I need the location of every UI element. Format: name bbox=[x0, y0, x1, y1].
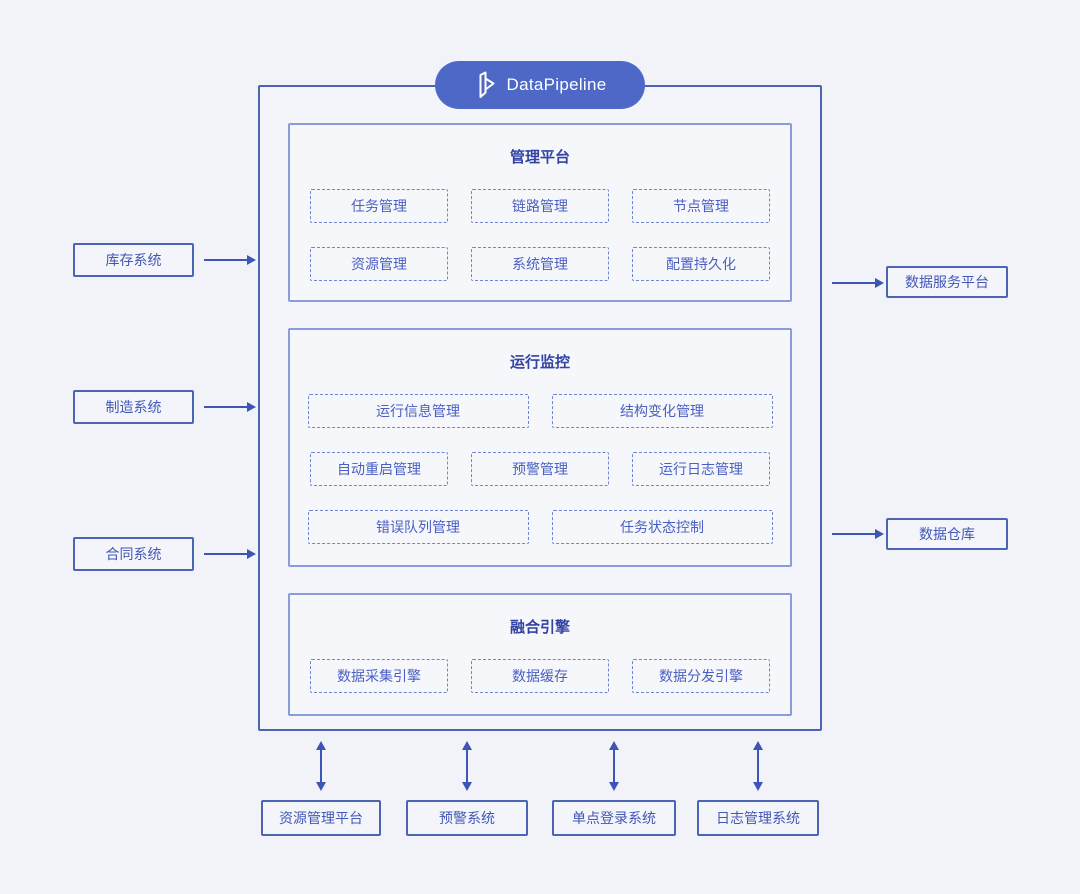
module-task-status-control: 任务状态控制 bbox=[551, 510, 773, 544]
section-management-platform: 管理平台 任务管理 链路管理 节点管理 资源管理 系统管理 配置持久化 bbox=[288, 123, 792, 302]
section-title: 运行监控 bbox=[509, 354, 570, 371]
arrow-contract-to-platform bbox=[204, 549, 256, 559]
ext-box-contract-system: 合同系统 bbox=[73, 537, 194, 571]
arrow-inventory-to-platform bbox=[204, 255, 256, 265]
ext-box-data-warehouse: 数据仓库 bbox=[886, 518, 1008, 550]
module-task-management: 任务管理 bbox=[310, 189, 448, 223]
section-title: 融合引擎 bbox=[509, 619, 570, 636]
arrow-platform-resource-mgmt bbox=[316, 741, 326, 791]
ext-box-alert-system: 预警系统 bbox=[406, 800, 528, 836]
arrow-platform-log-mgmt-system bbox=[753, 741, 763, 791]
ext-box-manufacturing-system: 制造系统 bbox=[73, 390, 194, 424]
ext-box-log-management-system: 日志管理系统 bbox=[697, 800, 819, 836]
ext-box-resource-management-platform: 资源管理平台 bbox=[261, 800, 381, 836]
arrow-platform-to-data-service bbox=[832, 278, 884, 288]
datapipeline-prism-icon bbox=[474, 71, 498, 99]
module-node-management: 节点管理 bbox=[632, 189, 770, 223]
module-error-queue-management: 错误队列管理 bbox=[307, 510, 529, 544]
module-runtime-info-management: 运行信息管理 bbox=[307, 394, 529, 428]
module-resource-management: 资源管理 bbox=[310, 247, 448, 281]
arrow-platform-to-data-warehouse bbox=[832, 529, 884, 539]
section-fusion-engine: 融合引擎 数据采集引擎 数据缓存 数据分发引擎 bbox=[288, 593, 792, 716]
module-auto-restart-management: 自动重启管理 bbox=[310, 452, 448, 486]
ext-box-sso-system: 单点登录系统 bbox=[552, 800, 676, 836]
module-data-collection-engine: 数据采集引擎 bbox=[310, 659, 448, 693]
section-title: 管理平台 bbox=[509, 149, 570, 166]
datapipeline-logo-badge: DataPipeline bbox=[435, 61, 645, 109]
arrow-platform-sso-system bbox=[609, 741, 619, 791]
section-operation-monitoring: 运行监控 运行信息管理 结构变化管理 自动重启管理 预警管理 运行日志管理 错误… bbox=[288, 328, 792, 567]
module-data-cache: 数据缓存 bbox=[471, 659, 609, 693]
module-data-distribution-engine: 数据分发引擎 bbox=[632, 659, 770, 693]
module-runtime-log-management: 运行日志管理 bbox=[632, 452, 770, 486]
module-link-management: 链路管理 bbox=[471, 189, 609, 223]
ext-box-inventory-system: 库存系统 bbox=[73, 243, 194, 277]
module-alert-management: 预警管理 bbox=[471, 452, 609, 486]
module-config-persistence: 配置持久化 bbox=[632, 247, 770, 281]
logo-brand-label: DataPipeline bbox=[506, 75, 607, 94]
arrow-platform-alert-system bbox=[462, 741, 472, 791]
module-system-management: 系统管理 bbox=[471, 247, 609, 281]
ext-box-data-service-platform: 数据服务平台 bbox=[886, 266, 1008, 298]
arrow-manufacturing-to-platform bbox=[204, 402, 256, 412]
module-structure-change-management: 结构变化管理 bbox=[551, 394, 773, 428]
